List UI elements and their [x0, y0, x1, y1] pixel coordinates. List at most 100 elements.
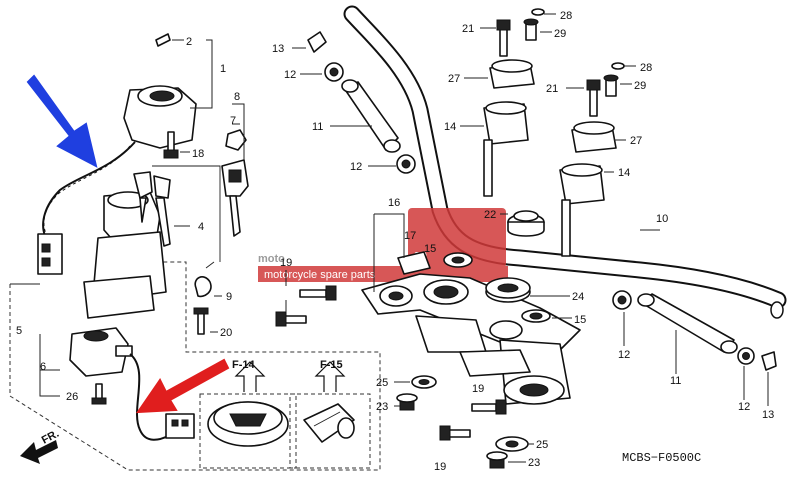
cap-22: [507, 210, 545, 237]
ref-box-f14: [199, 361, 297, 469]
washer-15-upper: [443, 252, 473, 268]
bolt-21-upper: [496, 19, 511, 57]
callout-12-mid: 12: [350, 161, 362, 173]
bolt-19-bottom: [439, 425, 471, 441]
top-bridge: [361, 273, 581, 405]
washer-25-left: [411, 375, 437, 389]
bolt-29-upper: [523, 18, 539, 41]
callout-15-lower: 15: [574, 314, 586, 326]
callout-27-lower: 27: [630, 135, 642, 147]
key-blank-7: [225, 129, 247, 151]
callout-22: 22: [484, 209, 496, 221]
bolt-23-right: [486, 451, 508, 469]
bolt-19-mid: [471, 399, 507, 415]
switch-6: [69, 327, 133, 377]
connector-left: [37, 233, 63, 275]
callout-19-bottom: 19: [434, 461, 446, 473]
callout-29-upper: 29: [554, 28, 566, 40]
watermark-logo-left: moto: [258, 253, 285, 265]
callout-9: 9: [226, 291, 232, 303]
callout-21-upper: 21: [462, 23, 474, 35]
cap-28-lower: [611, 62, 625, 70]
callout-12-right-b: 12: [738, 401, 750, 413]
callout-23-right: 23: [528, 457, 540, 469]
screw-26: [91, 383, 107, 405]
bolt-18: [163, 131, 179, 159]
watermark-badge: [408, 208, 506, 268]
callout-1: 1: [220, 63, 226, 75]
plate-17: [397, 251, 431, 275]
callout-20: 20: [220, 327, 232, 339]
callout-28-upper: 28: [560, 10, 572, 22]
callout-17: 17: [404, 230, 416, 242]
callout-27-upper: 27: [448, 73, 460, 85]
clip-9: [194, 261, 215, 298]
front-label: FR.: [40, 428, 61, 447]
group-outline: [9, 165, 381, 471]
callout-12-right-a: 12: [618, 349, 630, 361]
bolt-19-left: [299, 285, 337, 301]
callout-19-mid: 19: [472, 383, 484, 395]
riser-lower-cap: [571, 121, 617, 153]
switch-wire: [129, 353, 169, 441]
diagram-code: MCBS−F0500C: [622, 451, 701, 465]
riser-lower: [559, 163, 605, 257]
callout-29-lower: 29: [634, 80, 646, 92]
callout-11-lower: 11: [670, 375, 681, 387]
ignition-switch-cover: [123, 85, 197, 149]
callout-21-lower: 21: [546, 83, 558, 95]
nut-24: [485, 277, 531, 303]
callout-14-upper: 14: [444, 121, 456, 133]
washer-25-right: [495, 436, 529, 452]
callout-10: 10: [656, 213, 668, 225]
callout-5: 5: [16, 325, 22, 337]
screw-20: [193, 307, 209, 335]
clip-13-right: [761, 351, 777, 371]
callout-28-lower: 28: [640, 62, 652, 74]
callout-19-left: 19: [280, 257, 292, 269]
callout-13-right: 13: [762, 409, 774, 421]
riser-upper: [483, 101, 529, 197]
callout-labels: 2 1 8 7 18 4 9 20 5 6 26 13 12 11 12 16 …: [16, 10, 774, 473]
riser-upper-cap: [489, 59, 535, 89]
nut-12-mid: [396, 154, 416, 174]
ref-label-f14: F-14: [232, 359, 256, 371]
callout-25-left: 25: [376, 377, 388, 389]
bolt-19-left2: [275, 311, 307, 327]
callout-25-right: 25: [536, 439, 548, 451]
callout-2: 2: [186, 36, 192, 48]
bolt-29-lower: [603, 74, 619, 97]
clip-2: [155, 33, 171, 47]
callout-14-lower: 14: [618, 167, 630, 179]
watermark: moto sp motorcycle spare parts: [258, 208, 508, 282]
front-direction-marker: [20, 440, 58, 464]
connector-bottom: [165, 413, 195, 439]
callout-11-upper: 11: [312, 121, 323, 133]
callout-18: 18: [192, 148, 204, 160]
callout-8: 8: [234, 91, 240, 103]
ignition-wire: [42, 141, 136, 237]
collar-lower: [637, 293, 738, 354]
clip-13-upper: [307, 31, 327, 53]
ref-box-f15: [289, 361, 371, 469]
callout-13-upper: 13: [272, 43, 284, 55]
leader-1: [190, 39, 213, 109]
washer-15-lower: [521, 309, 551, 323]
callout-26: 26: [66, 391, 78, 403]
nut-12-right-b: [737, 347, 755, 365]
callout-23-left: 23: [376, 401, 388, 413]
cap-28-upper: [531, 8, 545, 16]
nut-12-upper: [324, 62, 344, 82]
callout-6: 6: [40, 361, 46, 373]
red-arrow-indicator: [136, 358, 230, 414]
bolt-23-left: [396, 393, 418, 411]
callout-15-upper: 15: [424, 243, 436, 255]
bolt-21-lower: [586, 79, 601, 117]
callout-16: 16: [388, 197, 400, 209]
lock-assembly: [83, 171, 171, 319]
ref-label-f15: F-15: [320, 359, 343, 371]
callout-12-upper: 12: [284, 69, 296, 81]
callout-7: 7: [230, 115, 236, 127]
callout-4: 4: [198, 221, 204, 233]
